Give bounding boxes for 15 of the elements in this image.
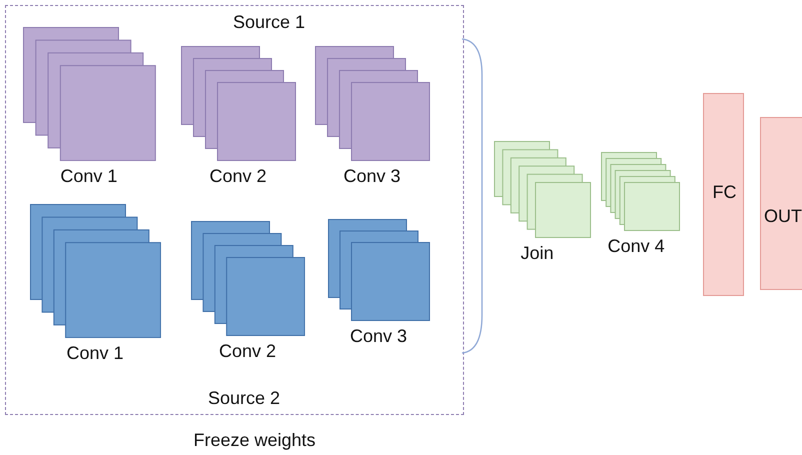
layer-block xyxy=(703,93,744,296)
layer-label: Conv 2 xyxy=(219,341,276,362)
layer-block xyxy=(760,117,802,290)
layer-label: Conv 3 xyxy=(350,326,408,347)
layer-label: Join xyxy=(520,243,554,264)
layer-label: Conv 1 xyxy=(60,166,118,188)
layer-label: Conv 1 xyxy=(66,343,124,364)
layer-name: FC xyxy=(712,182,736,203)
layer-label: Conv 3 xyxy=(343,166,401,187)
layer-label: Conv 4 xyxy=(608,236,665,257)
section-label: Source 1 xyxy=(232,12,306,33)
layer-label: Conv 2 xyxy=(209,166,267,187)
group-caption: Freeze weights xyxy=(193,430,316,452)
section-label: Source 2 xyxy=(208,388,280,409)
layer-name: OUT xyxy=(764,206,802,227)
